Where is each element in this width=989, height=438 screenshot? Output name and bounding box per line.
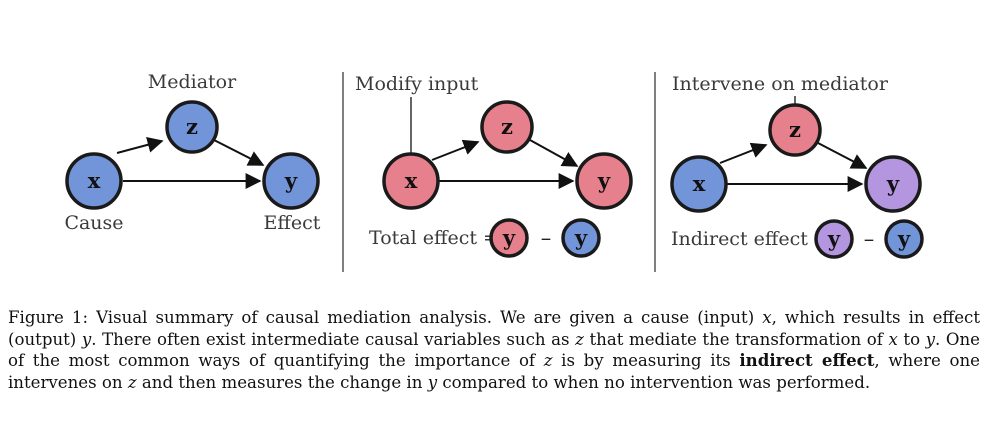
eq-modified-y-circle <box>489 218 529 258</box>
edge-x-to-z <box>431 139 480 161</box>
caption-var-y: y <box>925 329 936 349</box>
caption-bold-term: indirect effect <box>739 350 875 370</box>
node-x-circle <box>670 155 728 213</box>
eq-original-y-label: y <box>574 225 588 250</box>
edge-z-to-y <box>213 139 265 166</box>
edge-x-to-z <box>116 136 164 154</box>
node-x-label: x <box>693 171 706 196</box>
eq-intervened-y-circle <box>814 219 854 259</box>
node-x-circle <box>382 152 440 210</box>
caption-text: that mediate the transformation of <box>583 329 889 349</box>
caption-text: compared to when no intervention was per… <box>437 372 871 392</box>
node-z-circle <box>165 100 219 154</box>
modify-input-label: Modify input <box>355 73 479 95</box>
edge-x-to-z <box>719 142 768 164</box>
node-x: x <box>382 152 440 210</box>
node-x-label: x <box>88 168 101 193</box>
node-z: z <box>480 100 534 154</box>
node-y-label: y <box>597 168 611 193</box>
caption-text: Figure 1: Visual summary of causal media… <box>8 308 763 327</box>
caption-text: , where one intervenes on <box>8 351 980 392</box>
indirect-effect-label: Indirect effect = <box>671 228 830 250</box>
node-z: z <box>165 100 219 154</box>
caption-text: . There often exist intermediate causal … <box>91 329 576 349</box>
caption-var-x: x <box>888 329 898 349</box>
node-y-circle <box>262 152 320 210</box>
panel-causal-graph: Mediator Cause Effect z x y <box>64 71 320 234</box>
mediator-label: Mediator <box>148 71 237 93</box>
caption-text: is by measuring its <box>552 351 740 370</box>
caption-var-z: z <box>127 372 137 392</box>
total-effect-equation: Total effect = y – y <box>369 218 601 258</box>
indirect-effect-equation: Indirect effect = y – y <box>671 219 924 259</box>
node-z-label: z <box>501 114 513 139</box>
node-y: y <box>575 152 633 210</box>
eq-original-y-label: y <box>897 226 911 251</box>
node-y-circle <box>575 152 633 210</box>
panel-total-effect: Modify input z x y Total effect = y – y <box>355 73 633 258</box>
causal-mediation-figure: Mediator Cause Effect z x y Modify input… <box>64 71 924 272</box>
caption-var-z: z <box>543 351 553 370</box>
eq-minus-sign: – <box>864 227 875 251</box>
node-z-label: z <box>186 114 198 139</box>
node-y: y <box>262 152 320 210</box>
caption-var-x: x <box>762 308 772 327</box>
intervene-mediator-label: Intervene on mediator <box>672 73 889 95</box>
node-x: x <box>670 155 728 213</box>
node-y-label: y <box>886 171 900 196</box>
caption-text: and then measures the change in <box>136 372 428 392</box>
eq-modified-y-label: y <box>502 225 516 250</box>
edge-z-to-y <box>529 139 579 167</box>
eq-intervened-y-label: y <box>827 226 841 251</box>
total-effect-label: Total effect = <box>369 227 499 249</box>
eq-original-y-circle <box>561 218 601 258</box>
eq-minus-sign: – <box>541 226 552 250</box>
effect-label: Effect <box>264 212 321 234</box>
caption-var-z: z <box>575 329 584 349</box>
node-x: x <box>65 152 123 210</box>
node-z: z <box>768 103 822 157</box>
caption-var-y: y <box>427 372 438 392</box>
panel-indirect-effect: Intervene on mediator z x y Indirect eff… <box>670 73 924 259</box>
node-z-circle <box>768 103 822 157</box>
caption-text: , which results in effect (output) <box>8 308 980 349</box>
caption-var-y: y <box>81 329 92 349</box>
node-x-circle <box>65 152 123 210</box>
cause-label: Cause <box>64 212 123 234</box>
edge-z-to-y <box>817 142 868 169</box>
node-z-circle <box>480 100 534 154</box>
node-x-label: x <box>405 168 418 193</box>
eq-original-y-circle <box>884 219 924 259</box>
node-y-label: y <box>284 168 298 193</box>
caption-text: . One of the most common ways of quantif… <box>8 329 980 371</box>
figure-caption: Figure 1: Visual summary of causal media… <box>8 307 980 393</box>
node-y-circle <box>864 155 922 213</box>
node-y: y <box>864 155 922 213</box>
caption-text: to <box>897 329 926 349</box>
node-z-label: z <box>789 117 801 142</box>
